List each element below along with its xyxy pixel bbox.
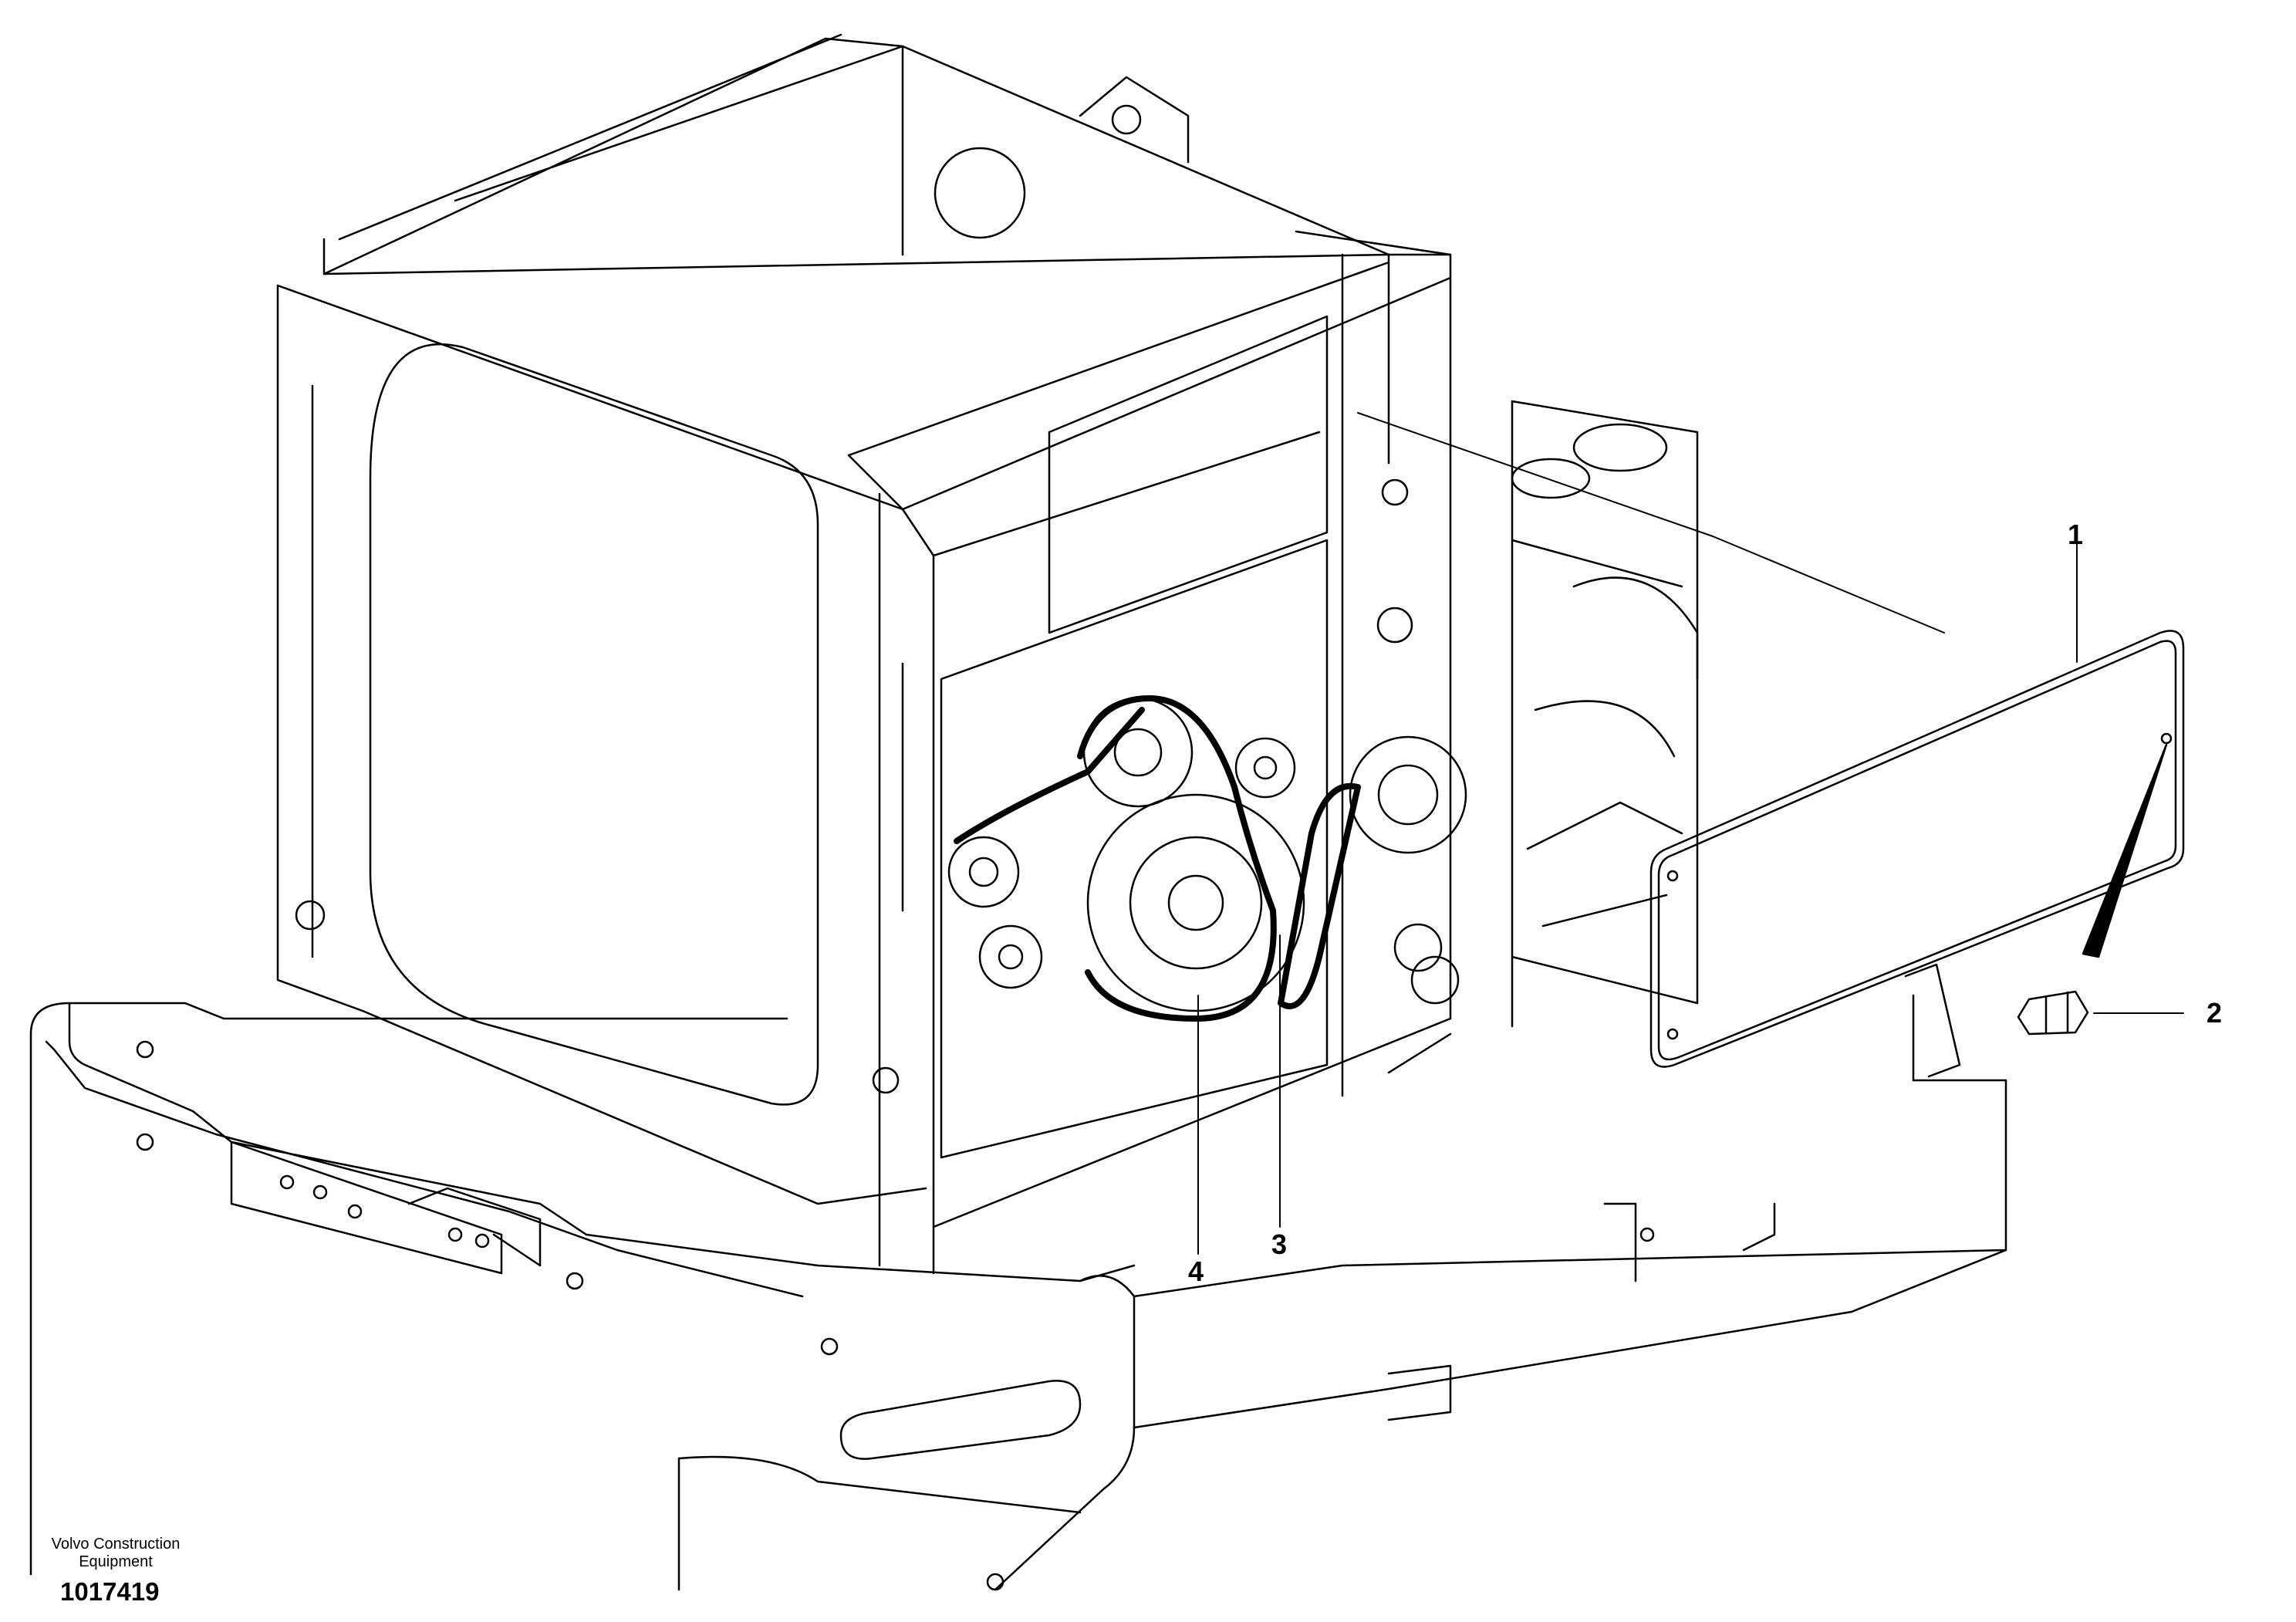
fastener-bolt: [2017, 743, 2168, 1036]
mounting-bracket: [230, 1140, 542, 1275]
publisher-credit-line2: Equipment: [79, 1553, 153, 1570]
callout-4: 4: [1188, 1255, 1204, 1287]
engine-block: [1511, 400, 1699, 1028]
publisher-credit: Volvo Construction Equipment: [31, 1536, 201, 1571]
enclosure-frame: [276, 33, 1460, 1275]
pulley-assembly: [947, 697, 1467, 1012]
publisher-credit-line1: Volvo Construction: [51, 1536, 181, 1553]
drive-belts: [954, 695, 1361, 1022]
cover-plate: [1649, 630, 2185, 1078]
leader-lines: [1197, 412, 2184, 1255]
callout-3: 3: [1271, 1228, 1288, 1260]
callout-2: 2: [2207, 997, 2223, 1029]
drawing-number: 1017419: [60, 1577, 160, 1606]
base-frame: [29, 994, 2007, 1591]
callout-1: 1: [2068, 519, 2084, 550]
